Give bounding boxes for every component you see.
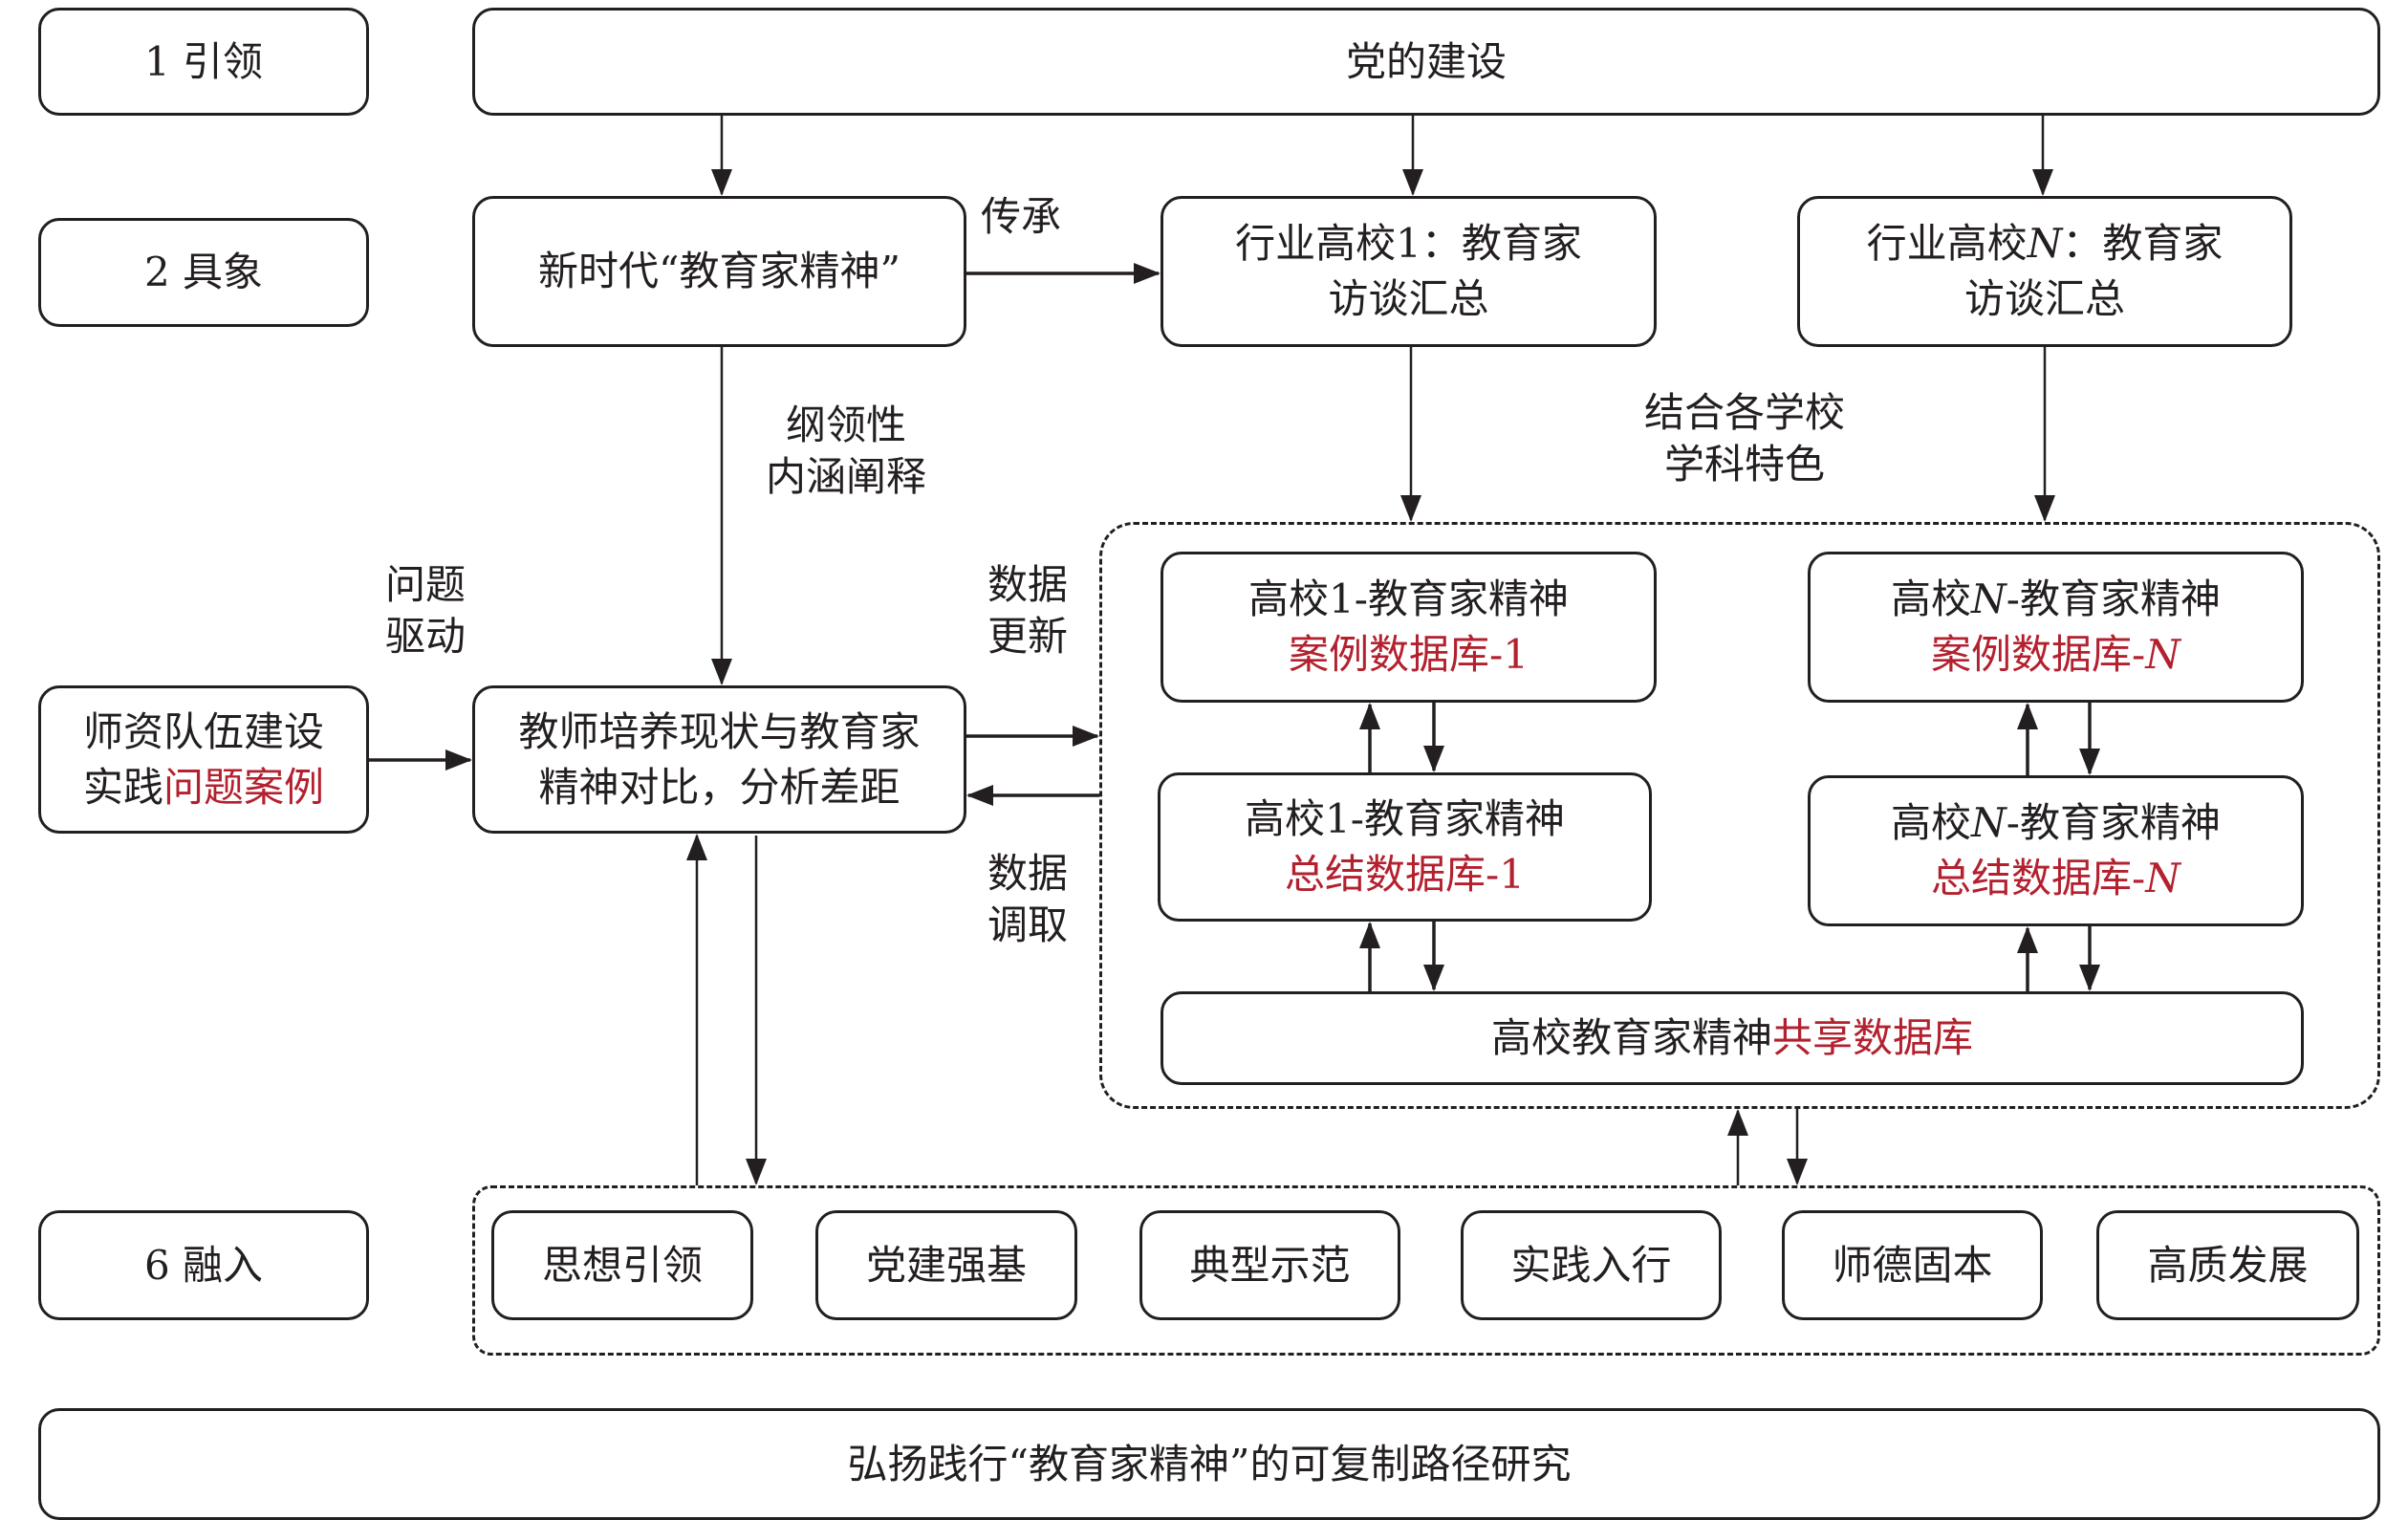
data-update-label: 数据 更新 xyxy=(980,559,1075,662)
data-fetch-line2: 调取 xyxy=(987,901,1068,948)
case-db-n-box: 高校N-教育家精神 案例数据库-N xyxy=(1808,552,2304,703)
combine-label: 结合各学校 学科特色 xyxy=(1625,387,1864,490)
faculty-cases-line2: 实践问题案例 xyxy=(83,760,324,815)
integration-item-label: 思想引领 xyxy=(541,1241,703,1289)
summary-db-1-box: 高校1-教育家精神 总结数据库-1 xyxy=(1158,772,1652,922)
integration-item-label: 实践入行 xyxy=(1510,1241,1672,1289)
inherit-label: 传承 xyxy=(981,193,1062,240)
shared-db-red: 共享数据库 xyxy=(1772,1014,1974,1061)
industry-univ-n-prefix: 行业高校 xyxy=(1866,220,2028,267)
industry-univ-1-line2: 访谈汇总 xyxy=(1328,275,1489,322)
case-db-1-line1: 高校1-教育家精神 xyxy=(1248,575,1569,622)
data-fetch-line1: 数据 xyxy=(987,850,1068,897)
party-building-box: 党的建设 xyxy=(472,8,2380,116)
level-integrate-label: 6 融入 xyxy=(143,1241,264,1289)
industry-univ-n-box: 行业高校N：教育家 访谈汇总 xyxy=(1797,196,2292,347)
summary-db-n-line1: 高校N-教育家精神 xyxy=(1891,795,2221,851)
industry-univ-1-line1: 行业高校1：教育家 xyxy=(1235,220,1582,267)
party-building-label: 党的建设 xyxy=(1345,37,1507,85)
compare-line2: 精神对比，分析差距 xyxy=(538,763,900,811)
faculty-cases-box: 师资队伍建设 实践问题案例 xyxy=(38,685,369,834)
shared-db-box: 高校教育家精神共享数据库 xyxy=(1161,991,2304,1085)
compare-line1: 教师培养现状与教育家 xyxy=(518,707,921,755)
summary-db-n-line2: 总结数据库-N xyxy=(1931,851,2180,906)
summary-db-1-line1: 高校1-教育家精神 xyxy=(1245,795,1565,842)
industry-univ-1-box: 行业高校1：教育家 访谈汇总 xyxy=(1161,196,1657,347)
combine-label-line1: 结合各学校 xyxy=(1643,389,1845,436)
integration-item-label: 高质发展 xyxy=(2147,1241,2309,1289)
integration-item: 党建强基 xyxy=(815,1210,1077,1320)
level-integrate-box: 6 融入 xyxy=(38,1210,369,1320)
database-group xyxy=(1099,522,2380,1109)
data-update-line1: 数据 xyxy=(987,561,1068,608)
industry-univ-n-line1: 行业高校N：教育家 xyxy=(1867,216,2224,271)
integration-item: 师德固本 xyxy=(1782,1210,2043,1320)
data-fetch-label: 数据 调取 xyxy=(980,848,1075,951)
level-concrete-label: 2 具象 xyxy=(143,249,264,295)
faculty-cases-line2-red: 问题案例 xyxy=(163,763,325,811)
program-label-line1: 纲领性 xyxy=(785,402,906,448)
problem-driven-line2: 驱动 xyxy=(384,613,466,660)
integration-item: 典型示范 xyxy=(1139,1210,1400,1320)
case-db-n-prefix: 高校 xyxy=(1891,575,1972,622)
integration-item: 实践入行 xyxy=(1461,1210,1722,1320)
industry-univ-n-line2: 访谈汇总 xyxy=(1963,275,2125,322)
combine-label-line2: 学科特色 xyxy=(1663,441,1825,488)
case-db-n-suffix: -教育家精神 xyxy=(2006,575,2221,622)
program-label-line2: 内涵阐释 xyxy=(765,453,926,500)
industry-univ-n-suffix: ：教育家 xyxy=(2062,220,2224,267)
case-db-1-box: 高校1-教育家精神 案例数据库-1 xyxy=(1161,552,1657,703)
level-lead-label: 1 引领 xyxy=(143,37,264,85)
summary-db-n-prefix: 高校 xyxy=(1891,799,1972,846)
summary-db-n-box: 高校N-教育家精神 总结数据库-N xyxy=(1808,775,2304,926)
integration-item-label: 典型示范 xyxy=(1189,1241,1351,1289)
case-db-n-line2-var: N xyxy=(2145,631,2180,678)
problem-driven-line1: 问题 xyxy=(384,561,466,608)
level-concrete-box: 2 具象 xyxy=(38,218,369,327)
summary-db-n-suffix: -教育家精神 xyxy=(2006,799,2221,846)
problem-driven-label: 问题 驱动 xyxy=(378,559,473,662)
industry-univ-n-var: N xyxy=(2027,220,2063,267)
case-db-1-line2: 案例数据库-1 xyxy=(1289,631,1529,678)
summary-db-n-var: N xyxy=(1971,799,2007,846)
summary-db-1-line2: 总结数据库-1 xyxy=(1285,851,1525,898)
bottom-title: 弘扬践行“教育家精神”的可复制路径研究 xyxy=(847,1440,1572,1487)
data-update-line2: 更新 xyxy=(987,613,1068,660)
integration-group xyxy=(472,1185,2380,1356)
case-db-n-var: N xyxy=(1971,575,2007,622)
compare-box: 教师培养现状与教育家 精神对比，分析差距 xyxy=(472,685,966,834)
integration-item: 思想引领 xyxy=(491,1210,753,1320)
integration-item: 高质发展 xyxy=(2096,1210,2359,1320)
new-era-spirit-label: 新时代“教育家精神” xyxy=(538,248,900,294)
integration-item-label: 党建强基 xyxy=(865,1241,1027,1289)
bottom-title-box: 弘扬践行“教育家精神”的可复制路径研究 xyxy=(38,1408,2380,1520)
new-era-spirit-box: 新时代“教育家精神” xyxy=(472,196,966,347)
case-db-n-line2: 案例数据库-N xyxy=(1931,627,2180,683)
level-lead-box: 1 引领 xyxy=(38,8,369,116)
summary-db-n-line2-prefix: 总结数据库- xyxy=(1931,855,2146,901)
faculty-cases-line1: 师资队伍建设 xyxy=(82,707,324,755)
summary-db-n-line2-var: N xyxy=(2145,855,2180,901)
shared-db-black: 高校教育家精神 xyxy=(1490,1014,1772,1061)
program-label: 纲领性 内涵阐释 xyxy=(750,400,942,503)
case-db-n-line1: 高校N-教育家精神 xyxy=(1891,572,2221,627)
faculty-cases-line2-black: 实践 xyxy=(82,763,163,811)
case-db-n-line2-prefix: 案例数据库- xyxy=(1931,631,2146,678)
integration-item-label: 师德固本 xyxy=(1832,1241,1993,1289)
